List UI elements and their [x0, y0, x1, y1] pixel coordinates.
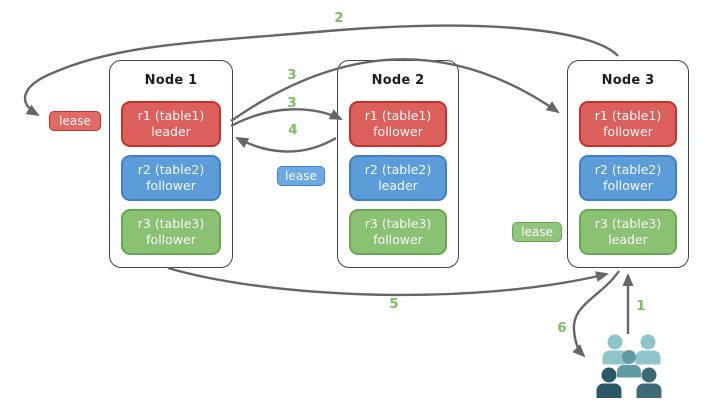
- node-2-replica-r2: r2 (table2) leader: [349, 155, 447, 201]
- users-group-icon: [596, 334, 662, 398]
- arrow-label-3a: 3: [287, 67, 297, 83]
- replica-role-label: follower: [373, 232, 423, 247]
- node-3-replica-r2: r2 (table2) follower: [579, 155, 677, 201]
- node-1-replica-r1: r1 (table1) leader: [121, 101, 221, 147]
- replica-range-label: r3 (table3): [364, 215, 432, 231]
- node-3-card: Node 3 r1 (table1) follower r2 (table2) …: [567, 60, 689, 268]
- lease-badge-table1: lease: [49, 111, 101, 131]
- replica-range-label: r3 (table3): [137, 215, 205, 231]
- node-3-replica-r3: r3 (table3) leader: [579, 209, 677, 255]
- replica-range-label: r3 (table3): [594, 215, 662, 231]
- arrow-label-6: 6: [557, 320, 567, 336]
- arrow-label-1: 1: [636, 298, 646, 314]
- replica-role-label: follower: [603, 124, 653, 139]
- node-2-replica-r1: r1 (table1) follower: [349, 101, 447, 147]
- node-3-title: Node 3: [601, 73, 655, 88]
- lease-badge-table2: lease: [277, 166, 325, 186]
- person-icon: [617, 350, 641, 378]
- arrow-label-5: 5: [389, 296, 399, 312]
- arrow-label-4: 4: [288, 122, 298, 138]
- replica-role-label: follower: [373, 124, 423, 139]
- replica-role-label: leader: [608, 232, 648, 247]
- person-icon: [635, 334, 661, 365]
- person-icon: [636, 367, 662, 398]
- node-2-title: Node 2: [371, 73, 425, 88]
- lease-label: lease: [521, 225, 553, 239]
- node-3-replica-r1: r1 (table1) follower: [579, 101, 677, 147]
- node-2-card: Node 2 r1 (table1) follower r2 (table2) …: [337, 60, 459, 268]
- node-1-replica-r3: r3 (table3) follower: [121, 209, 221, 255]
- replica-range-label: r1 (table1): [594, 107, 662, 123]
- replica-role-label: follower: [146, 232, 196, 247]
- lease-label: lease: [285, 169, 317, 183]
- arrow-step3-replicate-to-node2: [230, 108, 343, 128]
- replica-range-label: r2 (table2): [594, 161, 662, 177]
- person-icon: [596, 367, 622, 398]
- replica-range-label: r1 (table1): [137, 107, 205, 123]
- arrow-step4-ack: [235, 136, 337, 153]
- lease-label: lease: [59, 114, 91, 128]
- replica-role-label: follower: [603, 178, 653, 193]
- replica-role-label: leader: [378, 178, 418, 193]
- replica-range-label: r2 (table2): [364, 161, 432, 177]
- replica-role-label: leader: [151, 124, 191, 139]
- node-1-card: Node 1 r1 (table1) leader r2 (table2) fo…: [109, 60, 233, 268]
- node-1-title: Node 1: [144, 73, 198, 88]
- lease-badge-table3: lease: [512, 222, 562, 242]
- node-1-replica-r2: r2 (table2) follower: [121, 155, 221, 201]
- arrow-step5-node1-to-node3: [167, 266, 609, 297]
- node-2-replica-r3: r3 (table3) follower: [349, 209, 447, 255]
- replica-range-label: r2 (table2): [137, 161, 205, 177]
- replica-role-label: follower: [146, 178, 196, 193]
- arrow-label-2: 2: [334, 10, 344, 26]
- replica-range-label: r1 (table1): [364, 107, 432, 123]
- arrow-label-3b: 3: [287, 95, 297, 111]
